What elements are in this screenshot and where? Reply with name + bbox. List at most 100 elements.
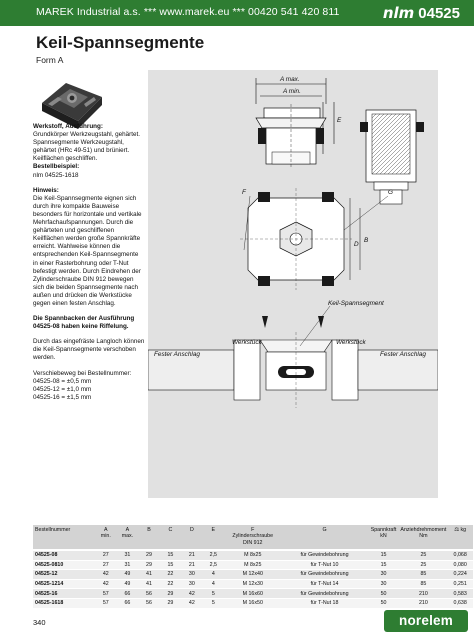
- table-cell: M 12x40: [224, 569, 282, 580]
- table-cell: 49: [116, 579, 139, 590]
- company-line: MAREK Industrial a.s. *** www.marek.eu *…: [36, 6, 340, 18]
- table-cell: 15: [367, 560, 400, 571]
- dim-d: D: [354, 241, 359, 248]
- table-cell: M 12x30: [224, 579, 282, 590]
- table-cell: 04525-08: [33, 551, 96, 561]
- table-cell: 42: [95, 579, 117, 590]
- table-cell: 4: [202, 579, 225, 590]
- table-cell: 2,5: [202, 560, 225, 571]
- spec-table: Bestellnummer A min. A max. B C D E F Zy…: [33, 525, 473, 609]
- example-text: nlm 04525-1618: [33, 171, 79, 179]
- table-cell: für Gewindebohrung: [281, 588, 368, 599]
- shift-line-16: 04525-16 = ±1,5 mm: [33, 393, 92, 401]
- material-text: Grundkörper Werkzeugstahl, gehärtet. Spa…: [33, 131, 140, 163]
- table-cell: 66: [116, 588, 139, 599]
- table-cell: 30: [181, 569, 203, 580]
- table-cell: 42: [181, 598, 203, 609]
- table-cell: 57: [95, 588, 117, 599]
- table-cell: 30: [367, 569, 400, 580]
- norelem-logo: norelem: [384, 610, 468, 632]
- table-cell: M 8x25: [224, 551, 282, 561]
- col-header: E: [211, 527, 216, 533]
- table-cell: für Gewindebohrung: [281, 569, 368, 580]
- table-cell: 22: [159, 579, 182, 590]
- col-header-a-max: A max.: [121, 527, 134, 540]
- dim-a-max: A max.: [279, 76, 300, 83]
- col-header-force: Spannkraft kN: [370, 527, 397, 540]
- table-cell: 29: [138, 560, 160, 571]
- side-view: [360, 109, 424, 205]
- table-cell: 30: [367, 579, 400, 590]
- label-workpiece-right: Werkstück: [336, 339, 367, 346]
- table-cell: 04525-16: [33, 588, 96, 599]
- page-subtitle: Form A: [36, 55, 64, 65]
- col-header: C: [168, 527, 173, 533]
- dim-e: E: [337, 117, 342, 124]
- table-header-row: Bestellnummer A min. A max. B C D E F Zy…: [33, 525, 473, 551]
- table-header-band: [33, 525, 473, 549]
- front-view: [255, 104, 327, 168]
- table-cell: 42: [181, 588, 203, 599]
- label-stop-left: Fester Anschlag: [154, 351, 200, 358]
- table-cell: 50: [367, 598, 400, 609]
- col-header: Anziehdrehmoment Nm: [399, 525, 447, 551]
- table-cell: 27: [95, 551, 117, 561]
- table-cell: M 16x50: [224, 598, 282, 609]
- product-photo: [42, 83, 102, 129]
- technical-drawing: A max. A min. C E: [148, 70, 438, 498]
- table-cell: 66: [116, 598, 139, 609]
- table-cell: 31: [116, 551, 139, 561]
- table-cell: 0,080: [447, 560, 473, 571]
- header-bar: MAREK Industrial a.s. *** www.marek.eu *…: [0, 0, 474, 26]
- table-cell: 25: [399, 560, 448, 571]
- table-cell: 41: [138, 569, 160, 580]
- brand-label: nlm: [382, 4, 415, 22]
- table-cell: 0,224: [447, 569, 473, 580]
- col-header: G: [322, 527, 327, 533]
- table-cell: 49: [116, 569, 139, 580]
- table-cell: 85: [399, 579, 448, 590]
- table-cell: für T-Nut 14: [281, 579, 368, 590]
- table-cell: für T-Nut 18: [281, 598, 368, 609]
- shift-line-08: 04525-08 = ±0,5 mm: [33, 377, 92, 385]
- page-title: Keil-Spannsegmente: [36, 33, 205, 52]
- table-cell: für Gewindebohrung: [281, 551, 368, 561]
- table-cell: 22: [159, 569, 182, 580]
- description-column: Werkstoff, Ausführung:Grundkörper Werkze…: [33, 123, 145, 409]
- table-cell: 50: [367, 588, 400, 599]
- col-header: Bestellnummer: [35, 527, 71, 533]
- col-header-f: F Zylinderschraube DIN 912: [232, 527, 274, 546]
- weight-icon: ⚖ kg: [454, 527, 467, 533]
- table-cell: M 8x25: [224, 560, 282, 571]
- code-number: 04525: [418, 5, 460, 22]
- shift-heading: Verschiebeweg bei Bestellnummer:: [33, 369, 132, 377]
- table-cell: 57: [95, 598, 117, 609]
- dim-g: G: [388, 189, 393, 196]
- col-header: Spannkraft kN: [368, 525, 400, 551]
- col-header: B: [147, 527, 151, 533]
- table-cell: 29: [138, 551, 160, 561]
- hint-text: Die Keil-Spannsegmente eignen sich durch…: [33, 194, 142, 307]
- table-cell: 27: [95, 560, 117, 571]
- table-cell: 0,638: [447, 598, 473, 609]
- col-header: D: [189, 527, 194, 533]
- col-header: ⚖ kg: [447, 525, 473, 551]
- table-cell: 15: [159, 551, 182, 561]
- table-cell: 04525-0810: [33, 560, 96, 571]
- table-cell: 0,251: [447, 579, 473, 590]
- table-cell: 30: [181, 579, 203, 590]
- table-cell: 15: [367, 551, 400, 561]
- table-cell: 15: [159, 560, 182, 571]
- table-cell: 42: [95, 569, 117, 580]
- col-header: A min.: [95, 525, 117, 551]
- table-cell: 210: [399, 588, 448, 599]
- dim-a-min: A min.: [282, 88, 301, 95]
- table-cell: M 16x60: [224, 588, 282, 599]
